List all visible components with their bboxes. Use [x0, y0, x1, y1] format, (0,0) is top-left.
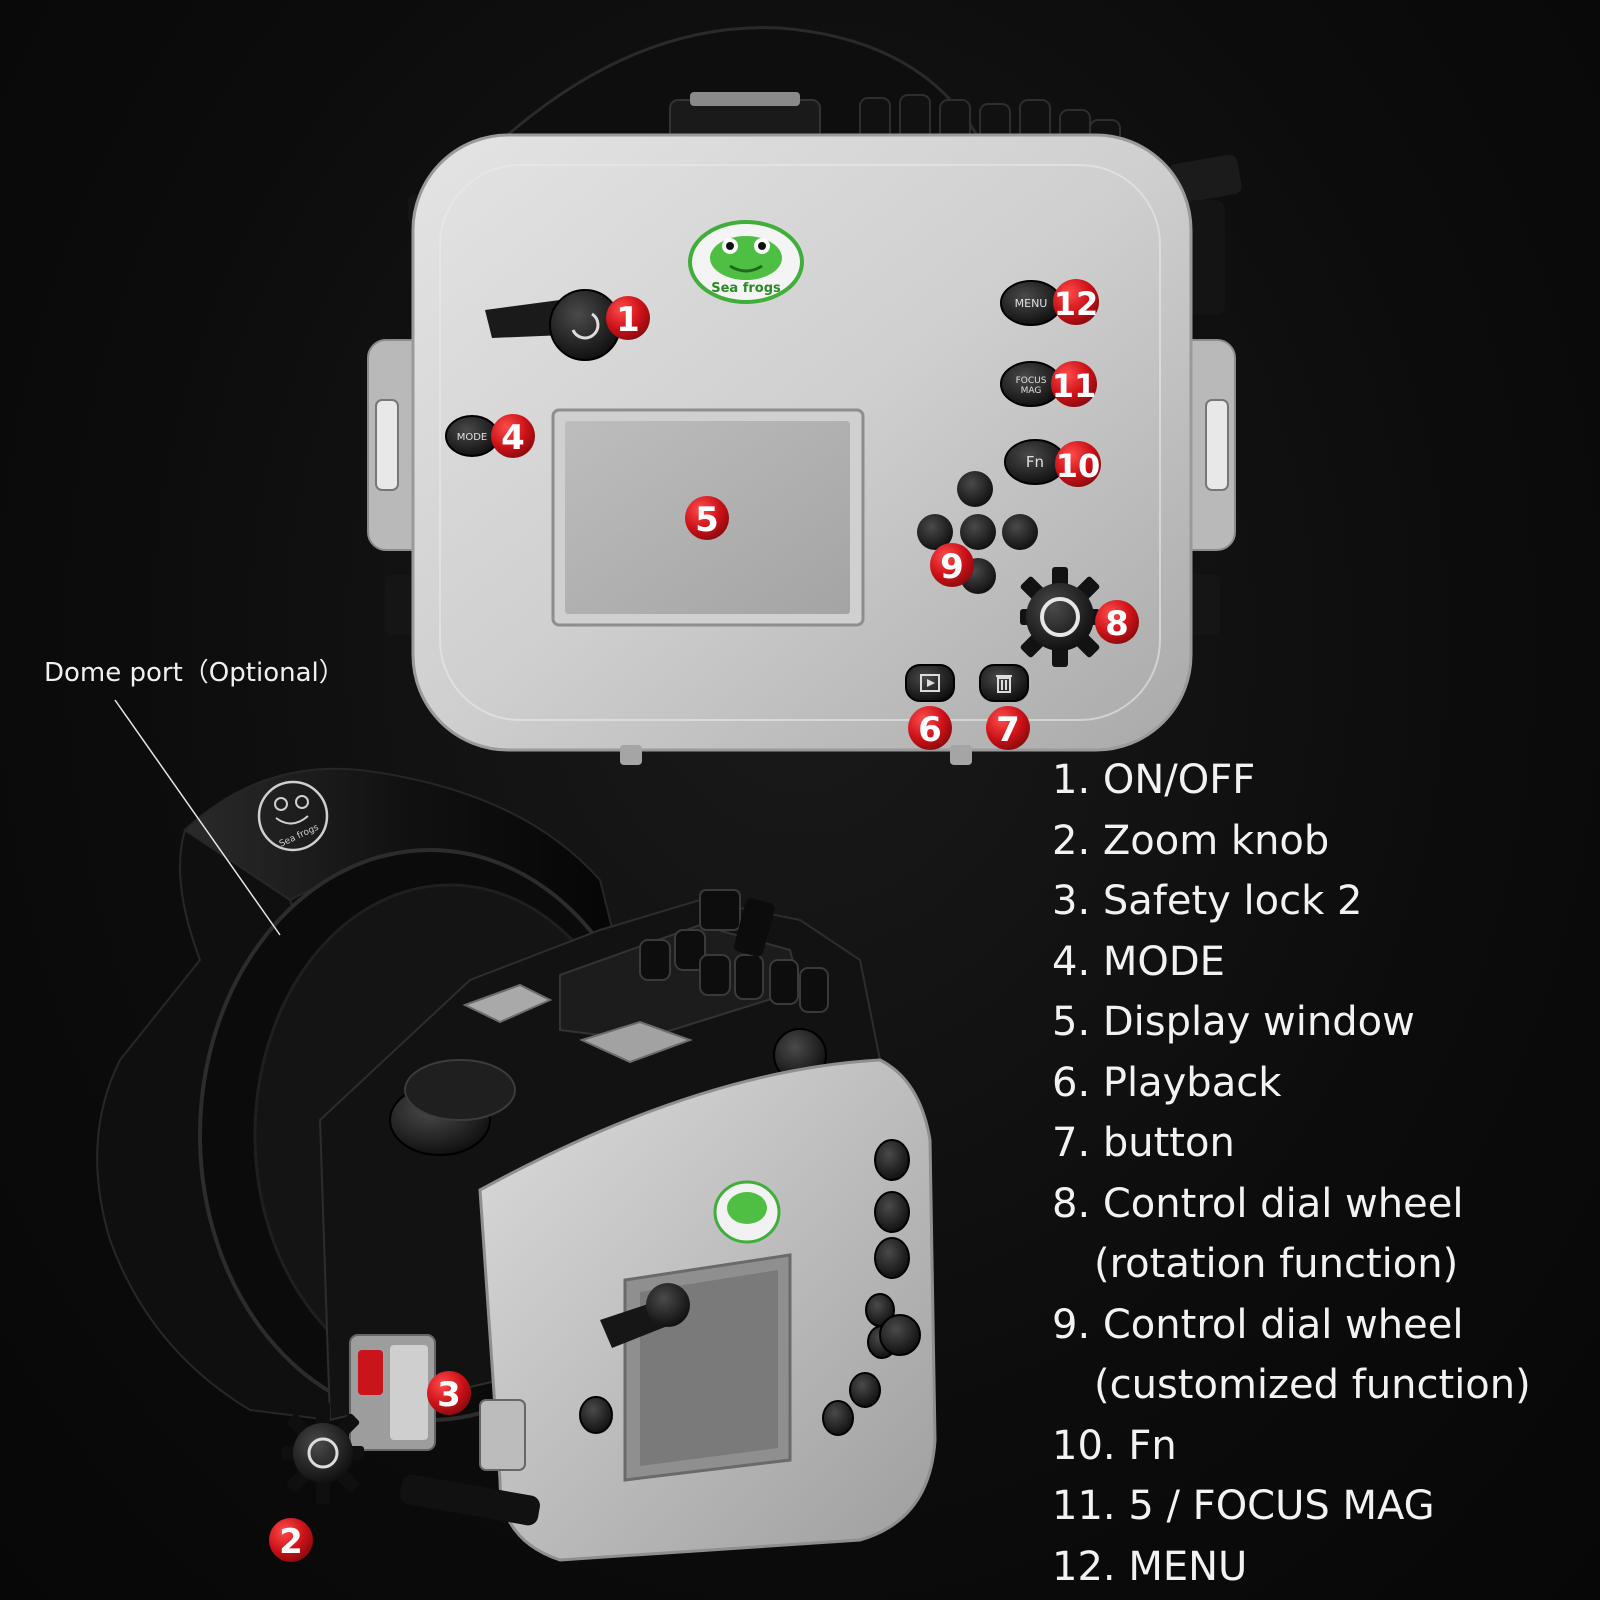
- marker-4: 4: [491, 414, 535, 458]
- marker-12: 12: [1053, 279, 1099, 325]
- sea-frogs-logo: Sea frogs: [688, 220, 804, 304]
- svg-text:4: 4: [501, 418, 525, 458]
- marker-5: 5: [685, 496, 729, 540]
- svg-text:5: 5: [695, 500, 719, 540]
- svg-text:6: 6: [918, 710, 942, 750]
- zoom-knob[interactable]: [282, 1402, 364, 1504]
- svg-text:12: 12: [1054, 285, 1099, 323]
- legend-item: 11. 5 / FOCUS MAG: [1052, 1483, 1435, 1529]
- mode-button[interactable]: MODE: [445, 415, 499, 457]
- legend-item: 9. Control dial wheel: [1052, 1301, 1464, 1348]
- legend-item-continuation: (customized function): [1094, 1362, 1531, 1408]
- playback-button[interactable]: [905, 664, 955, 702]
- svg-text:MENU: MENU: [1015, 297, 1048, 310]
- trash-icon: [996, 675, 1012, 693]
- marker-9: 9: [930, 543, 974, 587]
- svg-text:MODE: MODE: [457, 432, 488, 443]
- legend-item: 3. Safety lock 2: [1052, 878, 1363, 924]
- svg-text:8: 8: [1105, 604, 1129, 644]
- marker-7: 7: [986, 706, 1030, 750]
- feature-legend: 1. ON/OFF 2. Zoom knob 3. Safety lock 2 …: [1052, 750, 1592, 1597]
- legend-item: 7. button: [1052, 1120, 1235, 1166]
- svg-text:9: 9: [940, 547, 964, 587]
- fn-button[interactable]: Fn: [1004, 439, 1066, 485]
- safety-lock[interactable]: [349, 1334, 436, 1451]
- svg-text:11: 11: [1052, 367, 1097, 405]
- marker-10: 10: [1055, 441, 1101, 487]
- legend-item: 4. MODE: [1052, 938, 1225, 985]
- marker-2: 2: [269, 1518, 313, 1562]
- svg-text:FOCUS: FOCUS: [1016, 376, 1047, 386]
- legend-item: 1. ON/OFF: [1052, 757, 1256, 803]
- rotate-arrows-icon: [1040, 597, 1080, 637]
- legend-item: 5. Display window: [1052, 999, 1415, 1045]
- marker-11: 11: [1051, 361, 1097, 407]
- svg-text:2: 2: [279, 1522, 303, 1562]
- svg-text:10: 10: [1056, 447, 1101, 485]
- svg-text:1: 1: [616, 300, 640, 340]
- play-icon: [927, 679, 935, 687]
- legend-item: 2. Zoom knob: [1052, 817, 1330, 864]
- marker-8: 8: [1095, 600, 1139, 644]
- delete-button[interactable]: [979, 664, 1029, 702]
- marker-3: 3: [427, 1371, 471, 1415]
- power-switch[interactable]: [485, 289, 621, 361]
- rear-view-housing: Sea frogs MODE MENU FOCUS MAG: [367, 26, 1242, 765]
- dome-port-callout: Dome port（Optional）: [44, 658, 345, 688]
- svg-text:3: 3: [437, 1375, 461, 1415]
- svg-text:Fn: Fn: [1026, 453, 1044, 471]
- rotation-control-dial[interactable]: [1019, 567, 1100, 667]
- legend-item: 6. Playback: [1052, 1059, 1282, 1106]
- menu-button[interactable]: MENU: [1000, 280, 1062, 326]
- svg-text:MAG: MAG: [1021, 386, 1042, 396]
- angled-sea-frogs-logo: [713, 1180, 781, 1244]
- power-icon: [571, 312, 600, 340]
- marker-1: 1: [606, 296, 650, 340]
- legend-item: 12. MENU: [1052, 1543, 1248, 1590]
- custom-control-dial-cluster[interactable]: [917, 471, 1038, 594]
- legend-item: 10. Fn: [1052, 1422, 1177, 1469]
- legend-item-continuation: (rotation function): [1094, 1241, 1459, 1287]
- legend-item: 8. Control dial wheel: [1052, 1180, 1464, 1227]
- dome-port-leader-line: [114, 699, 281, 936]
- marker-6: 6: [908, 706, 952, 750]
- angled-view-housing: Sea frogs: [96, 767, 937, 1562]
- svg-text:Sea frogs: Sea frogs: [711, 281, 781, 296]
- svg-text:7: 7: [996, 710, 1020, 750]
